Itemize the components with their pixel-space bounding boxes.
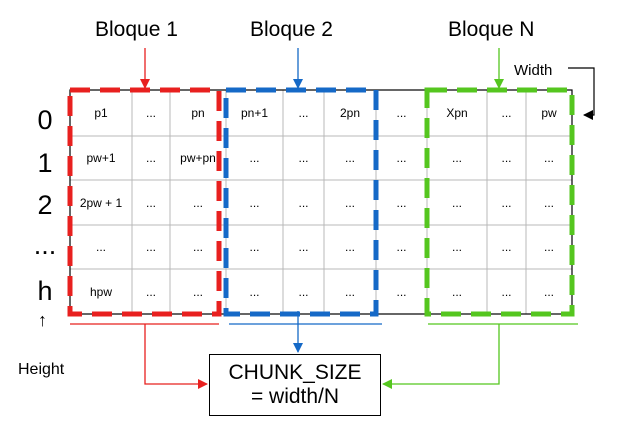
grid-cell: ... (543, 195, 554, 210)
grid-cell: ... (192, 195, 203, 210)
grid-cell: p1 (94, 106, 108, 120)
block-1-title: Bloque 1 (95, 18, 178, 41)
grid-cell: pw (541, 106, 557, 120)
grid-cell: ... (95, 240, 106, 254)
block-1-connector (144, 324, 208, 389)
row-label-1: 1 (37, 148, 53, 178)
block-2-outline (223, 87, 379, 317)
grid-cell: ... (396, 151, 407, 165)
grid-cell: Xpn (446, 106, 468, 120)
grid-cell: ... (396, 284, 407, 299)
row-label-0: 0 (37, 105, 53, 135)
height-label: Height (18, 361, 65, 378)
block-2-title: Bloque 2 (250, 18, 333, 41)
width-arrow (568, 67, 595, 120)
row-label-ellipsis: ... (33, 230, 57, 260)
grid-cell: ... (298, 151, 309, 165)
grid-cell: ... (192, 284, 203, 299)
row-label-h: h (37, 276, 53, 306)
grid-cell: ... (344, 195, 355, 210)
grid-cell: ... (249, 240, 260, 254)
grid-cell: ... (145, 195, 156, 210)
grid-cell: hpw (89, 284, 112, 299)
block-n-title: Bloque N (448, 18, 535, 41)
row-label-2: 2 (37, 190, 53, 220)
grid-cell: ... (451, 284, 462, 299)
grid-cell: ... (344, 240, 355, 254)
grid-cell: ... (543, 151, 554, 165)
block-n-connector (382, 324, 500, 389)
grid-cell: pn+1 (240, 106, 269, 120)
grid-cell: ... (192, 240, 203, 254)
grid-cell: ... (145, 151, 156, 165)
grid-cell: ... (249, 151, 260, 165)
chunk-size-line2: = width/N (250, 385, 340, 408)
grid-cell: pn (191, 106, 205, 120)
grid-cell: pw+1 (86, 151, 116, 165)
grid-cell: ... (145, 106, 156, 120)
grid-cell: ... (298, 195, 309, 210)
grid-cell: ... (543, 284, 554, 299)
width-label: Width (514, 62, 553, 79)
grid-cell: ... (501, 195, 512, 210)
chunk-size-line1: CHUNK_SIZE (228, 360, 362, 384)
grid-cell: ... (396, 240, 407, 254)
block-n-outline (424, 87, 575, 317)
grid-cell: ... (451, 151, 462, 165)
grid-cell: ... (501, 284, 512, 299)
grid-cell: ... (344, 284, 355, 299)
grid-cell: ... (501, 106, 512, 120)
grid-cell: 2pw + 1 (79, 195, 123, 210)
height-arrow-icon: ↑ (38, 310, 47, 330)
grid-cell: ... (501, 240, 512, 254)
grid-cell: pw+pn (180, 151, 216, 165)
grid-cell: ... (396, 106, 407, 120)
grid-cell: ... (249, 195, 260, 210)
grid-cell: ... (501, 151, 512, 165)
grid-cell: ... (451, 195, 462, 210)
grid-cell: ... (145, 284, 156, 299)
grid-cell: ... (298, 240, 309, 254)
grid-cell: ... (145, 240, 156, 254)
grid-cell: ... (451, 240, 462, 254)
grid-cell: ... (344, 151, 355, 165)
grid-cell: ... (298, 106, 309, 120)
block-1-outline (67, 87, 222, 317)
chunk-size-box: CHUNK_SIZE = width/N (209, 354, 381, 416)
grid-cell: ... (396, 195, 407, 210)
grid-cell: ... (543, 240, 554, 254)
grid-cell: ... (249, 284, 260, 299)
grid-cell: 2pn (339, 106, 361, 120)
grid-cell: ... (298, 284, 309, 299)
